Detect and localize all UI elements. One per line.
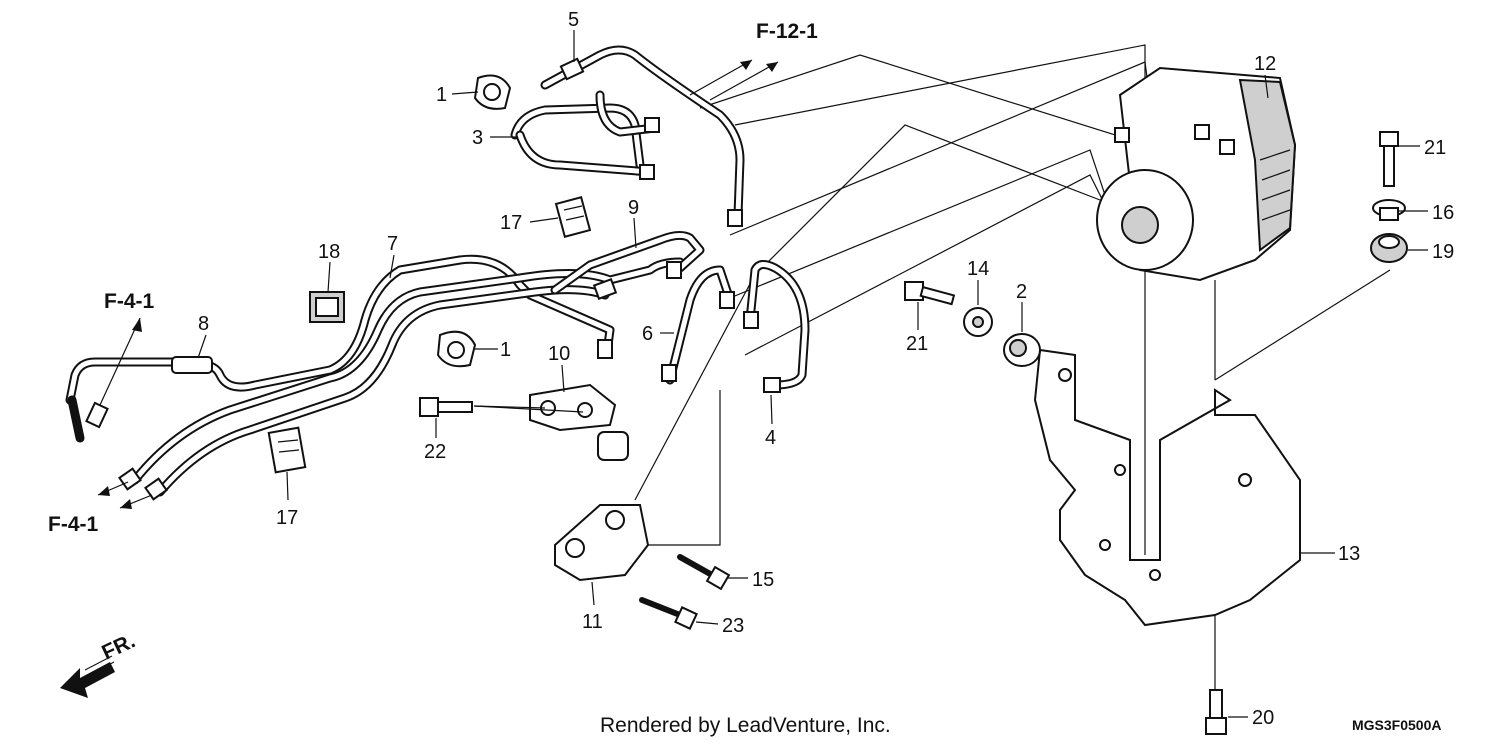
brake-pipe-center — [550, 230, 810, 393]
bolt-21-right — [1379, 131, 1399, 187]
callout-16: 16 — [1432, 202, 1454, 224]
collar-14 — [963, 307, 993, 337]
bolt-15 — [677, 554, 731, 591]
bolt-22 — [419, 397, 473, 417]
callout-15: 15 — [752, 569, 774, 591]
callout-7: 7 — [387, 233, 398, 255]
ref-f12-1: F-12-1 — [756, 20, 818, 43]
front-label: FR. — [98, 629, 138, 664]
bolt-21-left — [904, 281, 956, 306]
abs-modulator-12 — [1096, 66, 1297, 282]
clamp-1-lower — [436, 330, 477, 368]
grommet-19 — [1370, 233, 1408, 263]
grommet-2 — [1003, 333, 1041, 367]
clip-17-lower — [267, 426, 307, 474]
credit-text: Rendered by LeadVenture, Inc. — [600, 714, 891, 737]
callout-22: 22 — [424, 441, 446, 463]
callout-leaders — [197, 30, 1428, 718]
callout-13: 13 — [1338, 543, 1360, 565]
callout-21-right: 21 — [1424, 137, 1446, 159]
clamp-1-upper — [473, 74, 512, 110]
callout-8: 8 — [198, 313, 209, 335]
callout-9: 9 — [628, 197, 639, 219]
brake-pipe-upper — [510, 45, 745, 227]
callout-6: 6 — [642, 323, 653, 345]
callout-10: 10 — [548, 343, 570, 365]
brake-pipe-lower — [65, 254, 685, 501]
clip-18 — [309, 291, 345, 323]
ref-f4-1-top: F-4-1 — [104, 290, 154, 313]
callout-11: 11 — [582, 611, 603, 633]
bracket-13 — [1033, 348, 1301, 627]
callout-18: 18 — [318, 241, 340, 263]
front-arrow-icon — [60, 655, 115, 698]
callout-17-lower: 17 — [276, 507, 298, 529]
callout-17-upper: 17 — [500, 212, 522, 234]
callout-21-left: 21 — [906, 333, 928, 355]
joint-11 — [554, 504, 650, 582]
callout-1-upper: 1 — [436, 84, 447, 106]
callout-2: 2 — [1016, 281, 1027, 303]
diagram-code: MGS3F0500A — [1352, 717, 1441, 733]
callout-1-lower: 1 — [500, 339, 511, 361]
callout-12: 12 — [1254, 53, 1276, 75]
callout-14: 14 — [967, 258, 989, 280]
callout-19: 19 — [1432, 241, 1454, 263]
callout-3: 3 — [472, 127, 483, 149]
joint-10 — [529, 383, 629, 461]
bolt-20 — [1205, 689, 1227, 735]
f4-1-arrows — [97, 317, 153, 509]
callout-23: 23 — [722, 615, 744, 637]
f12-1-arrows — [689, 59, 779, 101]
bolt-23 — [639, 597, 698, 630]
callout-5: 5 — [568, 9, 579, 31]
callout-4: 4 — [765, 427, 776, 449]
ref-f4-1-bottom: F-4-1 — [48, 513, 98, 536]
callout-20: 20 — [1252, 707, 1274, 729]
clip-17-upper — [554, 195, 592, 239]
washer-16 — [1372, 199, 1406, 221]
